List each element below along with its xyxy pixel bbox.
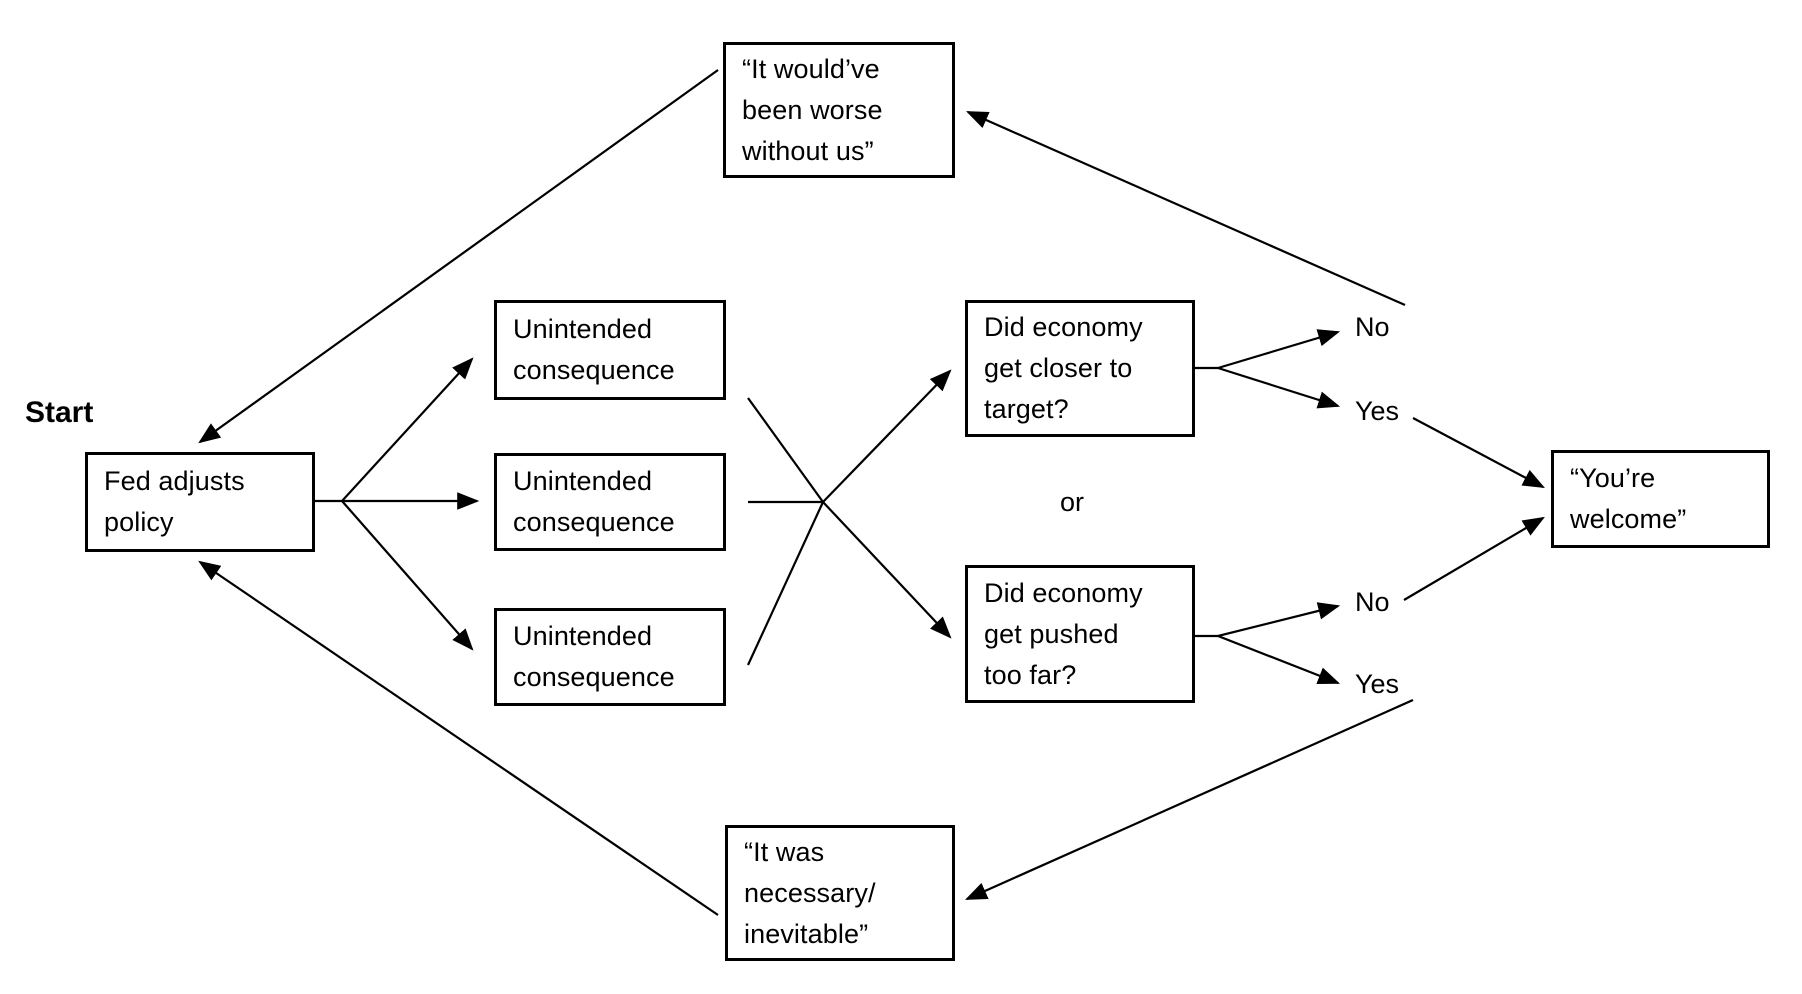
node-did-economy-get-closer-to-target-line: get closer to <box>984 353 1133 383</box>
edge-question-closer-to-yes <box>1217 366 1341 409</box>
node-unintended-consequence-1-line: consequence <box>513 355 675 385</box>
node-unintended-consequence-1-line: Unintended <box>513 314 653 344</box>
edge-excuse-worse-to-fed <box>198 69 719 444</box>
node-unintended-consequence-2-line: Unintended <box>513 466 653 496</box>
node-did-economy-get-pushed-too-far-line: Did economy <box>984 577 1143 608</box>
edge-yes-lower-to-necessary <box>964 698 1414 901</box>
node-it-was-necessary-inevitable[interactable]: “It was necessary/inevitable” <box>725 825 955 961</box>
node-youre-welcome[interactable]: “You’re welcome” <box>1551 450 1770 548</box>
edge-unintended-3-to-hub <box>747 501 824 666</box>
label-yes-lower: Yes <box>1355 669 1400 699</box>
edge-no-upper-to-excuse-worse <box>965 110 1406 307</box>
node-did-economy-get-closer-to-target-line: Did economy <box>984 312 1143 342</box>
node-unintended-consequence-2-line: consequence <box>513 507 675 537</box>
edge-no-lower-to-youre-welcome <box>1403 516 1545 601</box>
node-unintended-consequence-1[interactable]: Unintended consequence <box>494 300 726 400</box>
edge-necessary-to-fed <box>198 560 719 916</box>
node-it-wouldve-been-worse-line: “It would’ve <box>742 53 880 84</box>
node-unintended-consequence-3-line: consequence <box>513 662 675 692</box>
node-it-was-necessary-inevitable-line: necessary/ <box>744 877 876 908</box>
node-did-economy-get-closer-to-target[interactable]: Did economy get closer to target? <box>965 300 1195 437</box>
node-fed-adjusts-policy[interactable]: Fed adjusts policy <box>85 452 315 552</box>
edge-fed-to-unintended-1 <box>341 357 474 502</box>
edge-group <box>198 69 1545 916</box>
node-did-economy-get-pushed-too-far-line: get pushed <box>984 618 1119 649</box>
label-or: or <box>1060 487 1085 517</box>
edge-fed-to-unintended-3 <box>341 500 474 651</box>
edge-question-pushed-to-no <box>1217 602 1341 638</box>
node-fed-adjusts-policy-line: policy <box>104 507 174 537</box>
node-unintended-consequence-2[interactable]: Unintended consequence <box>494 453 726 551</box>
edge-hub-to-question-pushed <box>822 501 952 639</box>
node-it-wouldve-been-worse[interactable]: “It would’ve been worse without us” <box>723 42 955 178</box>
node-youre-welcome-line: welcome” <box>1570 504 1687 534</box>
node-it-was-necessary-inevitable-line: inevitable” <box>744 918 869 949</box>
edge-unintended-1-to-hub <box>747 397 824 503</box>
node-did-economy-get-closer-to-target-line: target? <box>984 394 1069 424</box>
label-no-lower: No <box>1355 587 1390 617</box>
label-no-upper: No <box>1355 312 1390 342</box>
label-yes-upper: Yes <box>1355 396 1400 426</box>
node-unintended-consequence-3-line: Unintended <box>513 621 653 651</box>
node-it-was-necessary-inevitable-line: “It was <box>744 836 825 867</box>
node-did-economy-get-pushed-too-far-line: too far? <box>984 659 1077 690</box>
node-it-wouldve-been-worse-line: without us” <box>742 135 874 166</box>
node-fed-adjusts-policy-line: Fed adjusts <box>104 466 245 496</box>
node-youre-welcome-line: “You’re <box>1570 463 1656 493</box>
edge-question-pushed-to-yes <box>1217 634 1341 685</box>
node-it-wouldve-been-worse-line: been worse <box>742 94 883 125</box>
edge-yes-upper-to-youre-welcome <box>1412 417 1545 489</box>
edge-hub-to-question-closer <box>822 369 952 503</box>
edge-question-closer-to-no <box>1217 329 1341 370</box>
node-did-economy-get-pushed-too-far[interactable]: Did economy get pushed too far? <box>965 565 1195 703</box>
label-start: Start <box>25 396 94 429</box>
node-unintended-consequence-3[interactable]: Unintended consequence <box>494 608 726 706</box>
